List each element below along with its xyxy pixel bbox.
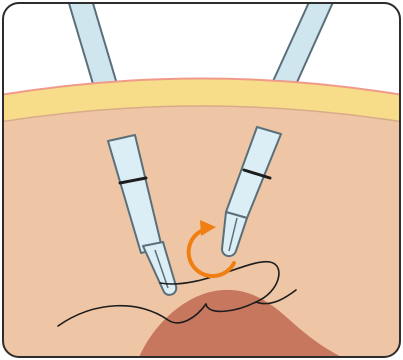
scene-canvas [0, 0, 403, 360]
scene-content [0, 0, 403, 360]
laparoscopic-suturing-illustration [0, 0, 403, 360]
